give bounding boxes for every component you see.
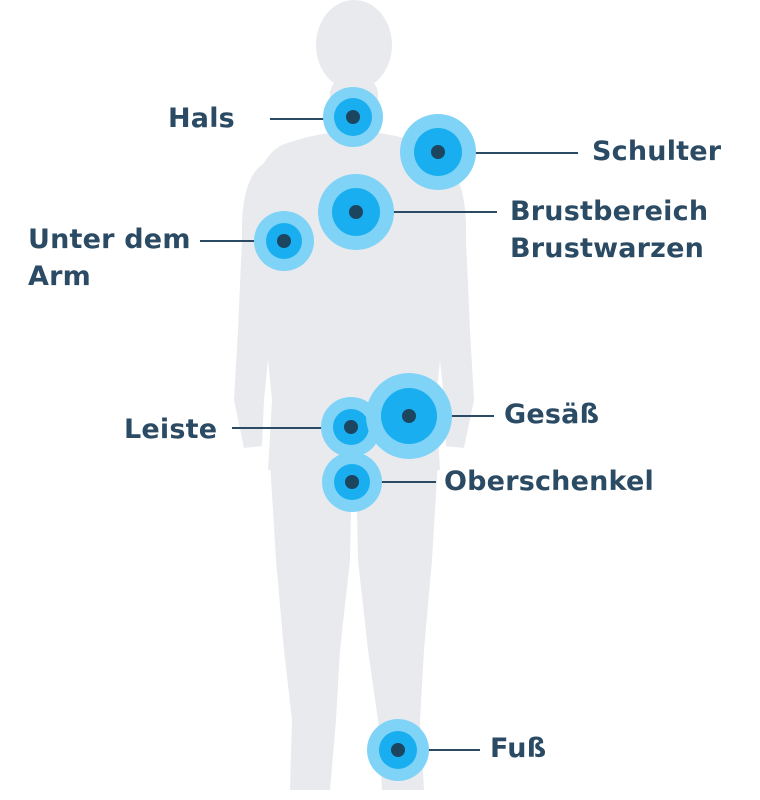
label-oberschenkel: Oberschenkel <box>444 466 654 497</box>
label-brustwarzen: Brustwarzen <box>510 233 705 264</box>
label-hals: Hals <box>168 103 235 134</box>
silhouette-right-arm <box>426 160 474 448</box>
marker-leiste <box>321 397 381 457</box>
silhouette-left-leg <box>270 462 352 790</box>
marker-schulter <box>400 114 476 190</box>
label-fuss: Fuß <box>490 733 547 764</box>
label-brustbereich: Brustbereich <box>510 196 709 227</box>
label-arm: Arm <box>28 261 91 292</box>
silhouette-right-leg <box>356 462 438 790</box>
label-leiste: Leiste <box>124 414 218 445</box>
marker-oberschenkel <box>322 452 382 512</box>
marker-brust <box>318 174 394 250</box>
marker-fuss <box>367 719 429 781</box>
label-schulter: Schulter <box>592 136 722 167</box>
label-unter-dem: Unter dem <box>28 224 191 255</box>
marker-gesaess <box>366 373 452 459</box>
marker-arm <box>254 211 314 271</box>
silhouette-head <box>316 0 392 90</box>
label-gesaess: Gesäß <box>504 399 600 430</box>
human-silhouette <box>234 0 474 790</box>
marker-hals <box>323 87 383 147</box>
